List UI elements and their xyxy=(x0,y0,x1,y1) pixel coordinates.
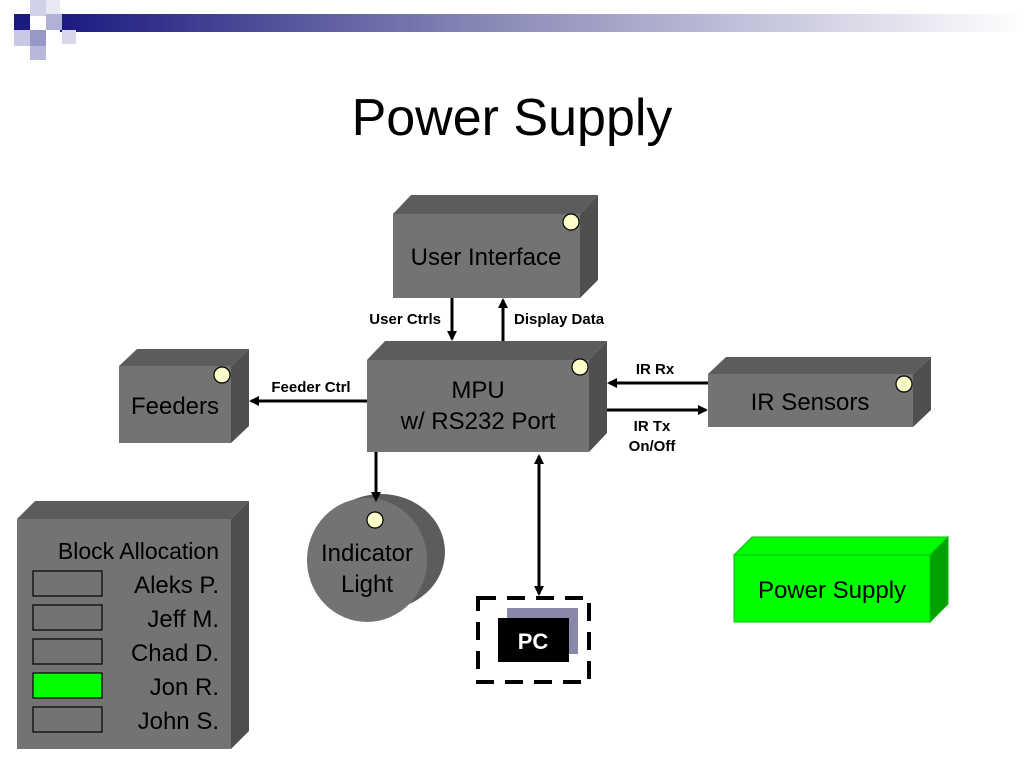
pc-block: PC xyxy=(476,596,591,684)
legend-member-name: Chad D. xyxy=(131,640,219,667)
header-decoration xyxy=(14,0,1024,60)
pc-label: PC xyxy=(518,629,549,654)
indicator-light-block: Indicator Light xyxy=(307,494,445,622)
user-interface-block: User Interface xyxy=(393,195,598,298)
power-supply-label: Power Supply xyxy=(758,577,906,604)
user-ctrls-label: User Ctrls xyxy=(369,311,441,328)
ir-tx-label: IR Tx xyxy=(634,418,671,435)
connections xyxy=(249,298,708,596)
indicator-light-label: Indicator xyxy=(321,540,413,567)
legend-title: Block Allocation xyxy=(58,538,219,564)
block-allocation-legend: Block Allocation Aleks P. Jeff M. Chad D. J… xyxy=(17,501,249,749)
display-data-label: Display Data xyxy=(514,311,605,328)
legend-swatch xyxy=(32,706,103,733)
ir-tx-onoff-label: On/Off xyxy=(629,438,677,455)
ir-sensors-block: IR Sensors xyxy=(708,357,931,427)
user-interface-label: User Interface xyxy=(411,244,562,271)
feeder-ctrl-label: Feeder Ctrl xyxy=(271,379,350,396)
legend-swatch xyxy=(32,638,103,665)
led-indicator-icon xyxy=(366,511,384,529)
indicator-light-label-2: Light xyxy=(341,571,393,598)
ir-sensors-label: IR Sensors xyxy=(751,389,870,416)
mpu-label: MPU xyxy=(451,377,504,404)
slide-title: Power Supply xyxy=(351,89,673,147)
feeders-block: Feeders xyxy=(119,349,249,443)
mpu-port-label: w/ RS232 Port xyxy=(400,408,556,435)
mpu-block: MPU w/ RS232 Port xyxy=(367,341,607,452)
led-indicator-icon xyxy=(571,358,589,376)
legend-member-name: Jeff M. xyxy=(147,606,219,633)
led-indicator-icon xyxy=(562,213,580,231)
led-indicator-icon xyxy=(895,375,913,393)
legend-swatch xyxy=(32,570,103,597)
legend-swatch xyxy=(32,672,103,699)
legend-member-name: Jon R. xyxy=(150,674,219,701)
legend-swatch xyxy=(32,604,103,631)
feeders-label: Feeders xyxy=(131,393,219,420)
legend-member-name: Aleks P. xyxy=(134,572,219,599)
ir-rx-label: IR Rx xyxy=(636,361,675,378)
led-indicator-icon xyxy=(213,366,231,384)
legend-member-name: John S. xyxy=(138,708,219,735)
power-supply-block: Power Supply xyxy=(732,535,950,624)
